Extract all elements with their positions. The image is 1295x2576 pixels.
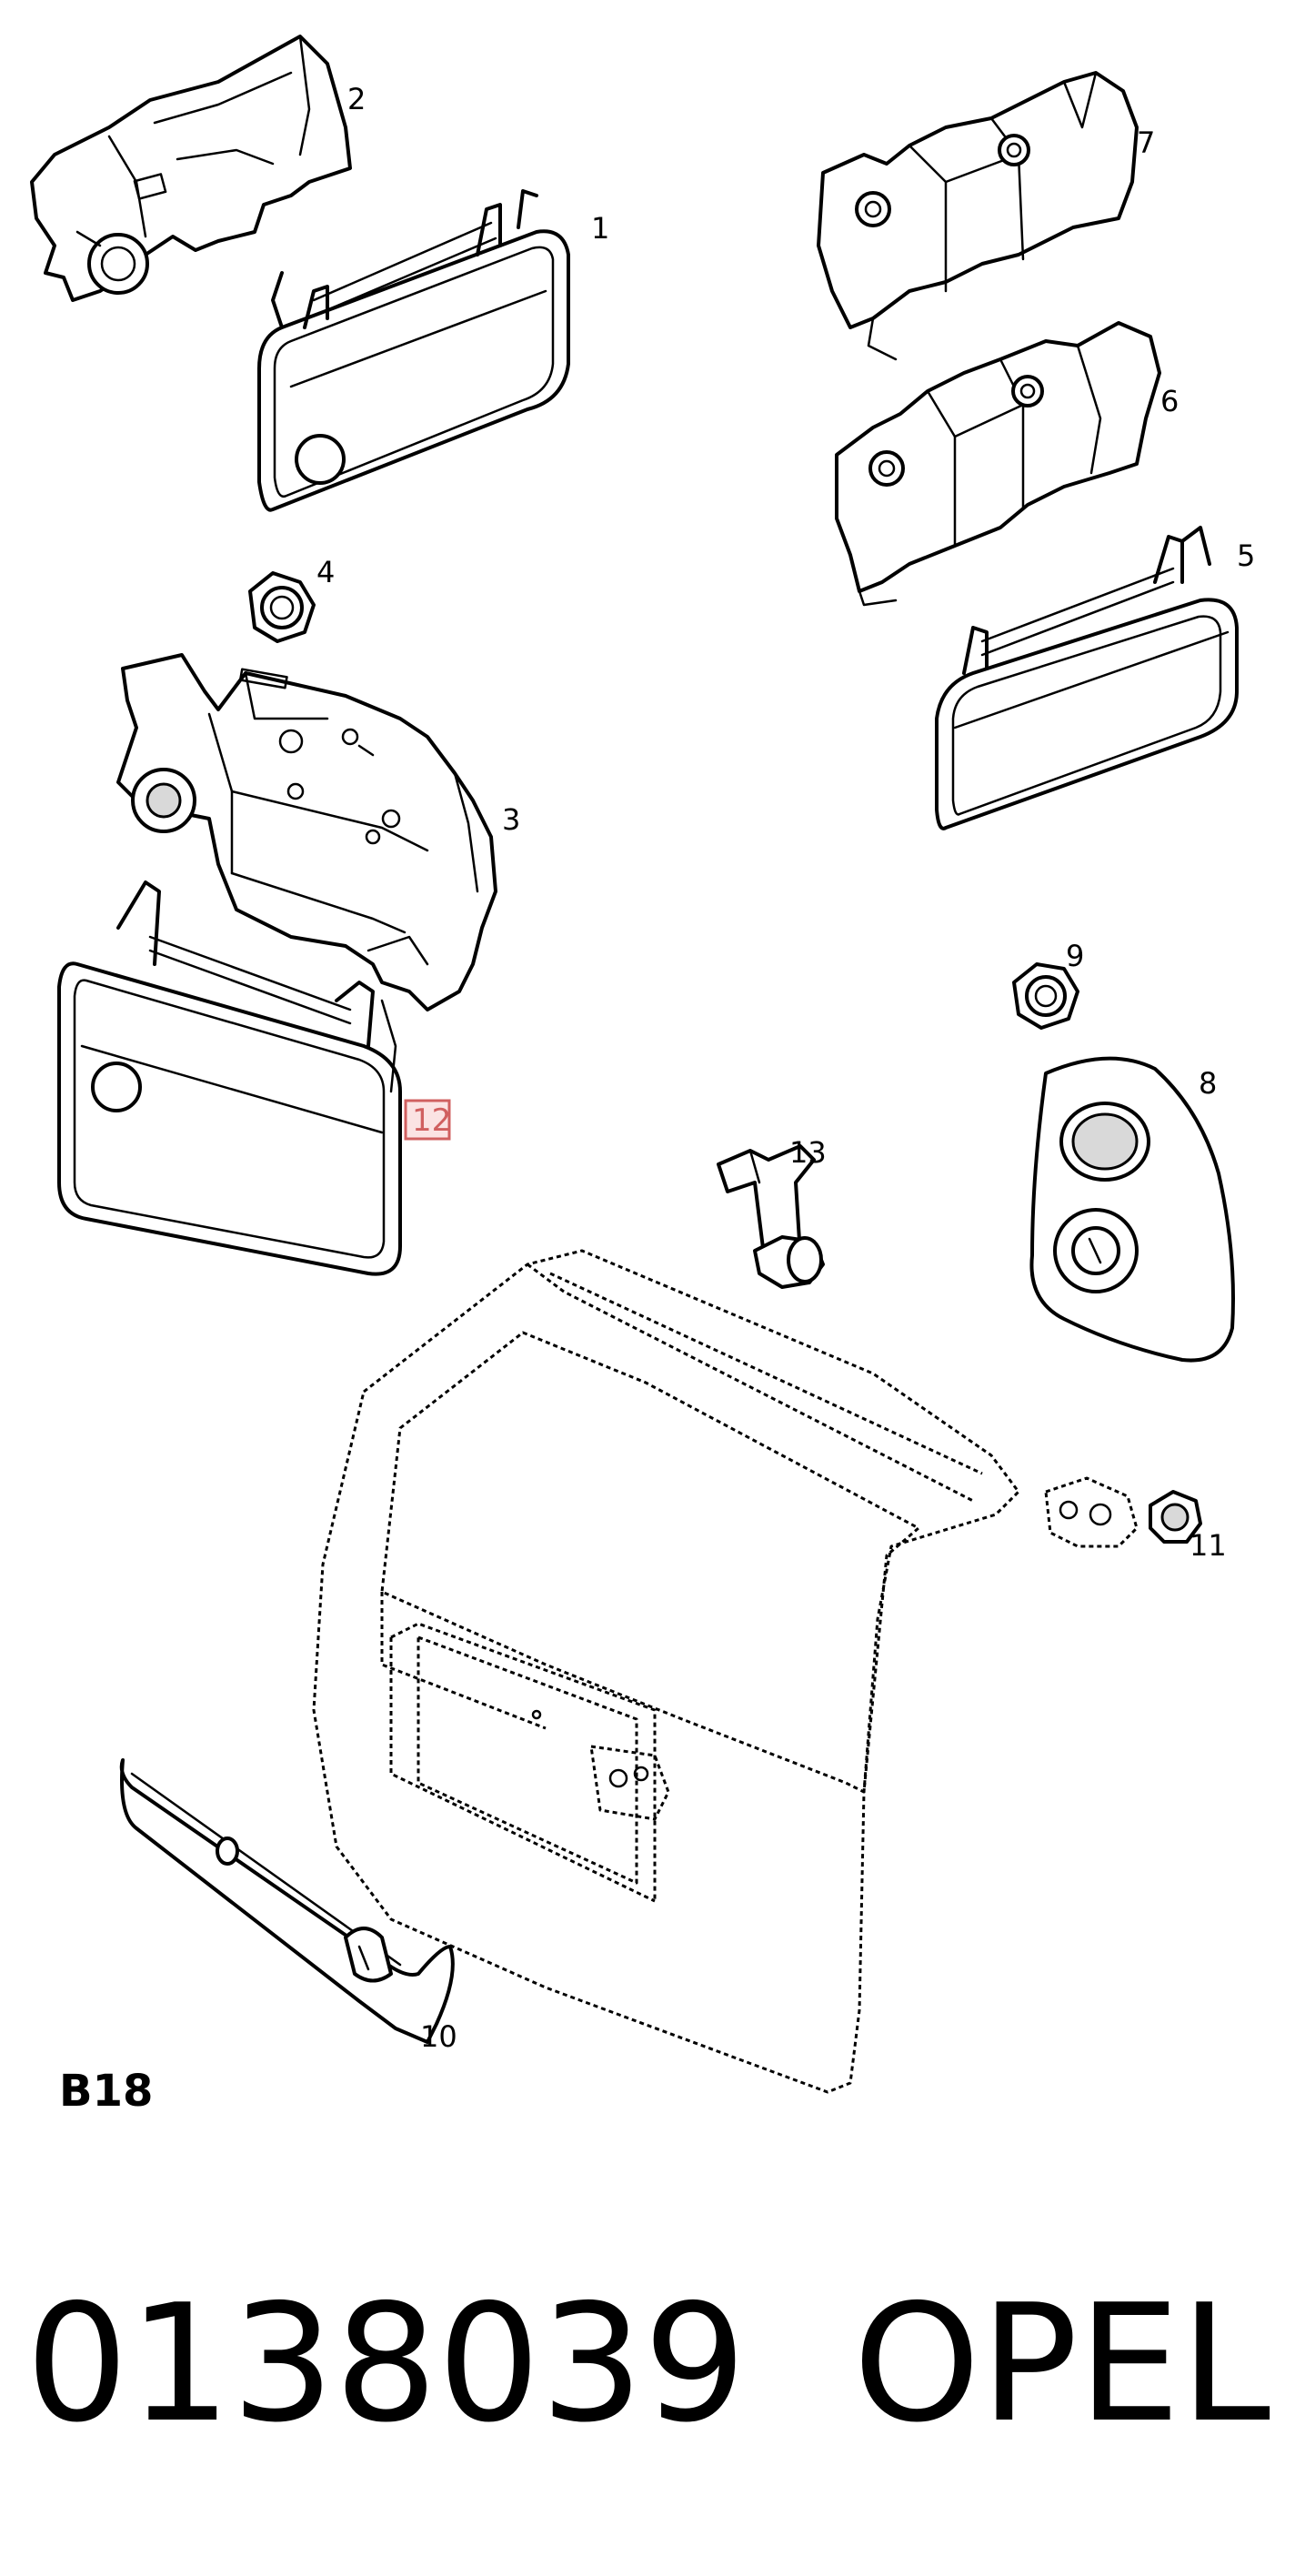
- callout-2: 2: [347, 82, 366, 116]
- part-11-grommet: [1044, 1476, 1202, 1548]
- part-4-nut: [248, 571, 316, 643]
- part-8-cover: [1029, 1056, 1235, 1363]
- callout-5: 5: [1237, 538, 1255, 573]
- callout-12: 12: [412, 1102, 451, 1139]
- part-9-nut: [1012, 962, 1079, 1030]
- part-number: 0138039: [25, 2269, 747, 2458]
- callout-labels: 1 2 3 4 5 6 7 8 9 10 11 12 13: [316, 82, 1255, 2054]
- brand-name: OPEL: [853, 2269, 1270, 2458]
- part-1-handle: [257, 189, 570, 512]
- tailgate-outline: [312, 1249, 1020, 2094]
- callout-12-highlight[interactable]: 12: [404, 1099, 451, 1141]
- part-6-bracket: [835, 321, 1161, 607]
- callout-10: 10: [420, 2019, 457, 2054]
- part-10-trim: [119, 1758, 455, 2044]
- callout-4: 4: [316, 555, 335, 589]
- part-3-bracket: [116, 653, 497, 1011]
- callout-7: 7: [1137, 126, 1155, 160]
- callout-9: 9: [1066, 939, 1084, 973]
- part-2-bracket: [30, 35, 352, 302]
- section-label: B18: [59, 2066, 153, 2117]
- part-12-handle: [57, 880, 402, 1276]
- callout-13: 13: [789, 1135, 827, 1170]
- part-13-clip: [717, 1144, 825, 1289]
- callout-1: 1: [591, 211, 609, 246]
- highlight-box: [404, 1099, 451, 1141]
- callout-3: 3: [502, 802, 520, 837]
- part-7-bracket: [817, 71, 1139, 361]
- callout-8: 8: [1199, 1066, 1217, 1101]
- callout-6: 6: [1160, 384, 1179, 418]
- callout-11: 11: [1190, 1528, 1227, 1563]
- part-5-handle: [935, 526, 1239, 830]
